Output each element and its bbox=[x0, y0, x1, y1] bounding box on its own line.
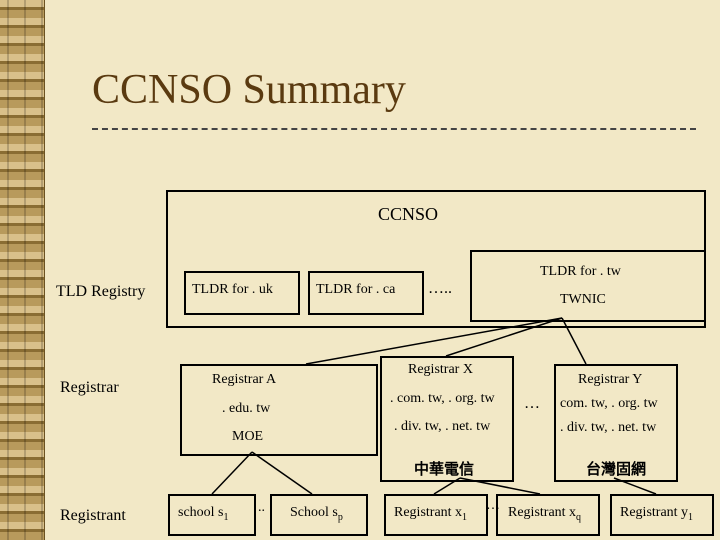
row-label-tld-registry: TLD Registry bbox=[56, 283, 146, 300]
tldr-tw-box bbox=[470, 250, 706, 322]
registrar-y-domains-2: . div. tw, . net. tw bbox=[560, 420, 657, 435]
school-s1-box bbox=[168, 494, 256, 536]
registrar-y-box bbox=[554, 364, 678, 482]
tldr-uk-box bbox=[184, 271, 300, 315]
school-s1-label: school s1 bbox=[178, 505, 229, 523]
registrar-a-domain: . edu. tw bbox=[222, 401, 271, 416]
school-ellipsis: .. bbox=[258, 500, 265, 515]
connector-registrar-a-school-s1 bbox=[211, 451, 253, 495]
page-title: CCNSO Summary bbox=[92, 67, 406, 113]
registrant-x1-label: Registrant x1 bbox=[394, 505, 468, 523]
registrar-y-domains-1: com. tw, . org. tw bbox=[560, 396, 658, 411]
registrar-y-org: 台灣固網 bbox=[586, 460, 647, 478]
title-divider bbox=[92, 128, 696, 130]
registrant-y1-box bbox=[610, 494, 714, 536]
registrant-xq-box bbox=[496, 494, 600, 536]
registrar-x-org: 中華電信 bbox=[414, 460, 475, 478]
row-label-registrar: Registrar bbox=[60, 379, 119, 396]
registrar-x-name: Registrar X bbox=[408, 362, 473, 377]
connector-twnic-registrar-x bbox=[445, 317, 563, 357]
notebook-spiral-binding bbox=[0, 0, 45, 540]
registrant-xq-label: Registrant xq bbox=[508, 505, 582, 523]
school-sp-box bbox=[270, 494, 368, 536]
tldr-ca-label: TLDR for . ca bbox=[316, 282, 396, 297]
tldr-uk-label: TLDR for . uk bbox=[192, 282, 273, 297]
tldr-ellipsis: ….. bbox=[428, 280, 452, 297]
ccnso-label: CCNSO bbox=[378, 204, 439, 224]
registrar-a-box bbox=[180, 364, 378, 456]
registrant-y1-label: Registrant y1 bbox=[620, 505, 694, 523]
connector-twnic-registrar-a bbox=[305, 317, 563, 365]
row-label-registrant: Registrant bbox=[60, 507, 126, 524]
registrar-a-name: Registrar A bbox=[212, 372, 277, 387]
registrar-a-org: MOE bbox=[232, 429, 264, 444]
connector-twnic-registrar-y bbox=[561, 317, 587, 365]
tldr-ca-box bbox=[308, 271, 424, 315]
school-sp-label: School sp bbox=[290, 505, 343, 523]
registrar-x-box bbox=[380, 356, 514, 482]
registrar-y-name: Registrar Y bbox=[578, 372, 643, 387]
connector-registrar-a-school-sp bbox=[251, 451, 313, 495]
registrar-x-domains-2: . div. tw, . net. tw bbox=[394, 419, 491, 434]
registrant-x1-box bbox=[384, 494, 488, 536]
tldr-tw-label: TLDR for . tw bbox=[540, 264, 621, 279]
registrar-x-domains-1: . com. tw, . org. tw bbox=[390, 391, 495, 406]
registrar-x-y-ellipsis: … bbox=[524, 395, 540, 412]
twnic-label: TWNIC bbox=[560, 292, 606, 307]
